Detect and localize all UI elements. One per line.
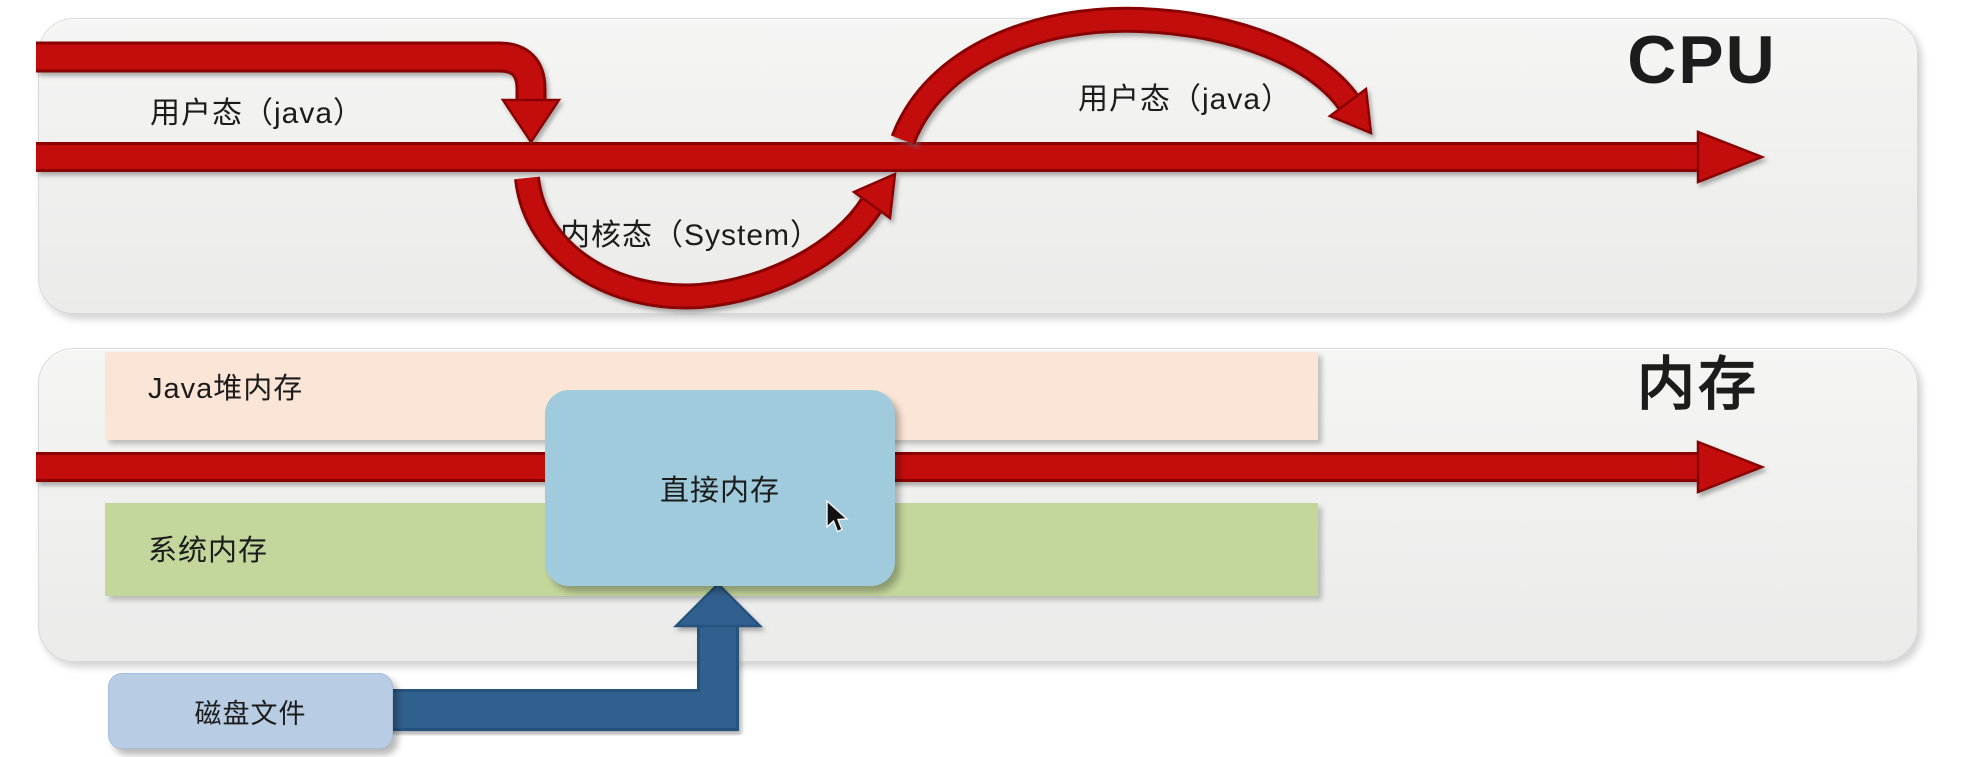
disk-file-box: 磁盘文件: [108, 673, 393, 749]
java-heap-memory-label: Java堆内存: [148, 373, 304, 405]
disk-file-label: 磁盘文件: [194, 698, 307, 729]
system-memory-label: 系统内存: [148, 535, 269, 567]
cpu-panel-title: CPU: [1627, 22, 1777, 98]
kernel-mode-label: 内核态（System）: [560, 219, 822, 252]
direct-memory-label: 直接内存: [659, 475, 780, 507]
direct-memory-box: 直接内存: [545, 390, 895, 586]
mouse-cursor-icon: [826, 500, 849, 533]
user-mode-label-left: 用户态（java）: [150, 97, 365, 130]
user-mode-label-right: 用户态（java）: [1078, 83, 1293, 116]
memory-panel-title: 内存: [1636, 352, 1759, 417]
